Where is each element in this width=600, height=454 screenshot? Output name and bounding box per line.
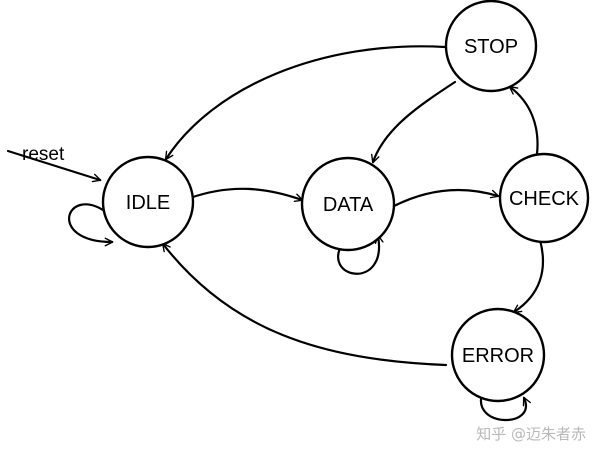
state-check-label: CHECK	[509, 188, 580, 210]
state-data-label: DATA	[323, 194, 374, 216]
state-idle-label: IDLE	[126, 192, 170, 214]
edge-idle-to-data	[188, 187, 304, 202]
state-check: CHECK	[498, 152, 590, 244]
data-self-loop	[337, 234, 384, 275]
state-data: DATA	[300, 156, 396, 252]
state-stop: STOP	[444, 0, 538, 93]
reset-arrow	[6, 149, 102, 183]
state-idle: IDLE	[101, 155, 195, 249]
watermark-text: 知乎 @迈朱者赤	[476, 425, 586, 443]
edge-check-to-error	[512, 238, 544, 314]
state-error-label: ERROR	[462, 345, 534, 367]
reset-label: reset	[22, 144, 65, 165]
edge-stop-to-idle	[164, 45, 447, 161]
edge-error-to-idle	[161, 242, 448, 367]
edge-check-to-stop	[508, 85, 539, 156]
error-self-loop	[479, 392, 531, 422]
state-stop-label: STOP	[464, 36, 518, 58]
idle-self-loop	[68, 203, 114, 247]
state-error: ERROR	[450, 307, 546, 403]
edge-stop-to-data	[371, 80, 457, 164]
edge-data-to-check	[392, 188, 500, 208]
